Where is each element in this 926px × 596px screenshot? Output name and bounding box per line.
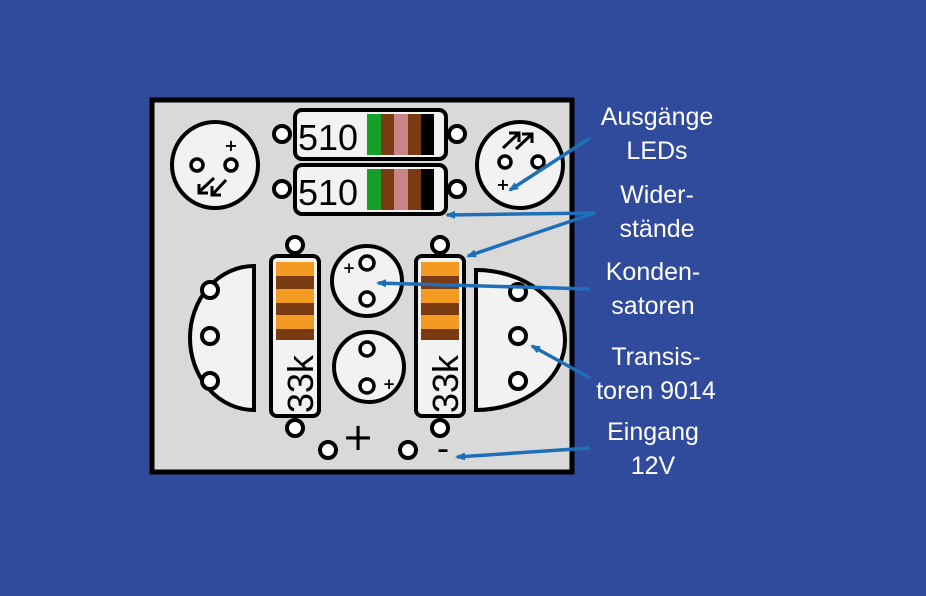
label-outputs: Ausgänge LEDs: [601, 103, 714, 165]
led-left: +: [170, 120, 260, 210]
capacitor-bottom: +: [332, 330, 406, 404]
label-resistors-line2: stände: [619, 215, 694, 243]
resistor-510-top: 510: [272, 108, 467, 161]
label-input-line1: Eingang: [607, 418, 699, 446]
label-outputs-line2: LEDs: [626, 137, 687, 165]
label-input: Eingang 12V: [607, 418, 699, 480]
capacitor-bottom-polarity: +: [383, 375, 396, 393]
arrow-icon: [466, 211, 596, 258]
label-transistors-line1: Transis-: [611, 343, 700, 371]
label-transistors: Transis- toren 9014: [596, 343, 716, 405]
resistor-left-value: 33k: [280, 354, 321, 413]
resistor-33k-left: 33k: [269, 235, 321, 438]
arrow-icon: [445, 210, 596, 219]
label-resistors: Wider- stände: [619, 181, 694, 243]
supply-input: + -: [318, 415, 449, 469]
light-arrows-icon: [501, 131, 534, 151]
resistor-510-bottom: 510: [272, 163, 467, 216]
capacitor-top-polarity: +: [343, 259, 356, 277]
led-left-polarity: +: [224, 136, 237, 155]
supply-minus-sign: -: [437, 429, 449, 469]
resistor-right-value: 33k: [425, 354, 466, 413]
capacitor-top: +: [330, 244, 404, 318]
transistor-left: [188, 263, 256, 413]
arrow-icon: [508, 136, 591, 192]
arrow-icon: [530, 344, 591, 380]
led-right-polarity: +: [496, 175, 509, 194]
label-outputs-line1: Ausgänge: [601, 103, 714, 131]
label-capacitors-line1: Konden-: [606, 258, 701, 286]
light-arrows-icon: [197, 176, 228, 197]
resistor-top-value: 510: [298, 117, 358, 158]
resistor-33k-right: 33k: [414, 235, 466, 438]
label-resistors-line1: Wider-: [620, 181, 694, 209]
arrow-icon: [455, 446, 591, 461]
label-input-line2: 12V: [631, 452, 676, 480]
label-transistors-line2: toren 9014: [596, 377, 716, 405]
callout-arrows: [376, 136, 596, 461]
label-capacitors: Konden- satoren: [606, 258, 701, 320]
arrow-icon: [376, 279, 591, 291]
led-right: +: [475, 120, 565, 210]
label-capacitors-line2: satoren: [611, 292, 694, 320]
supply-plus-sign: +: [342, 415, 374, 459]
resistor-bottom-value: 510: [298, 172, 358, 213]
